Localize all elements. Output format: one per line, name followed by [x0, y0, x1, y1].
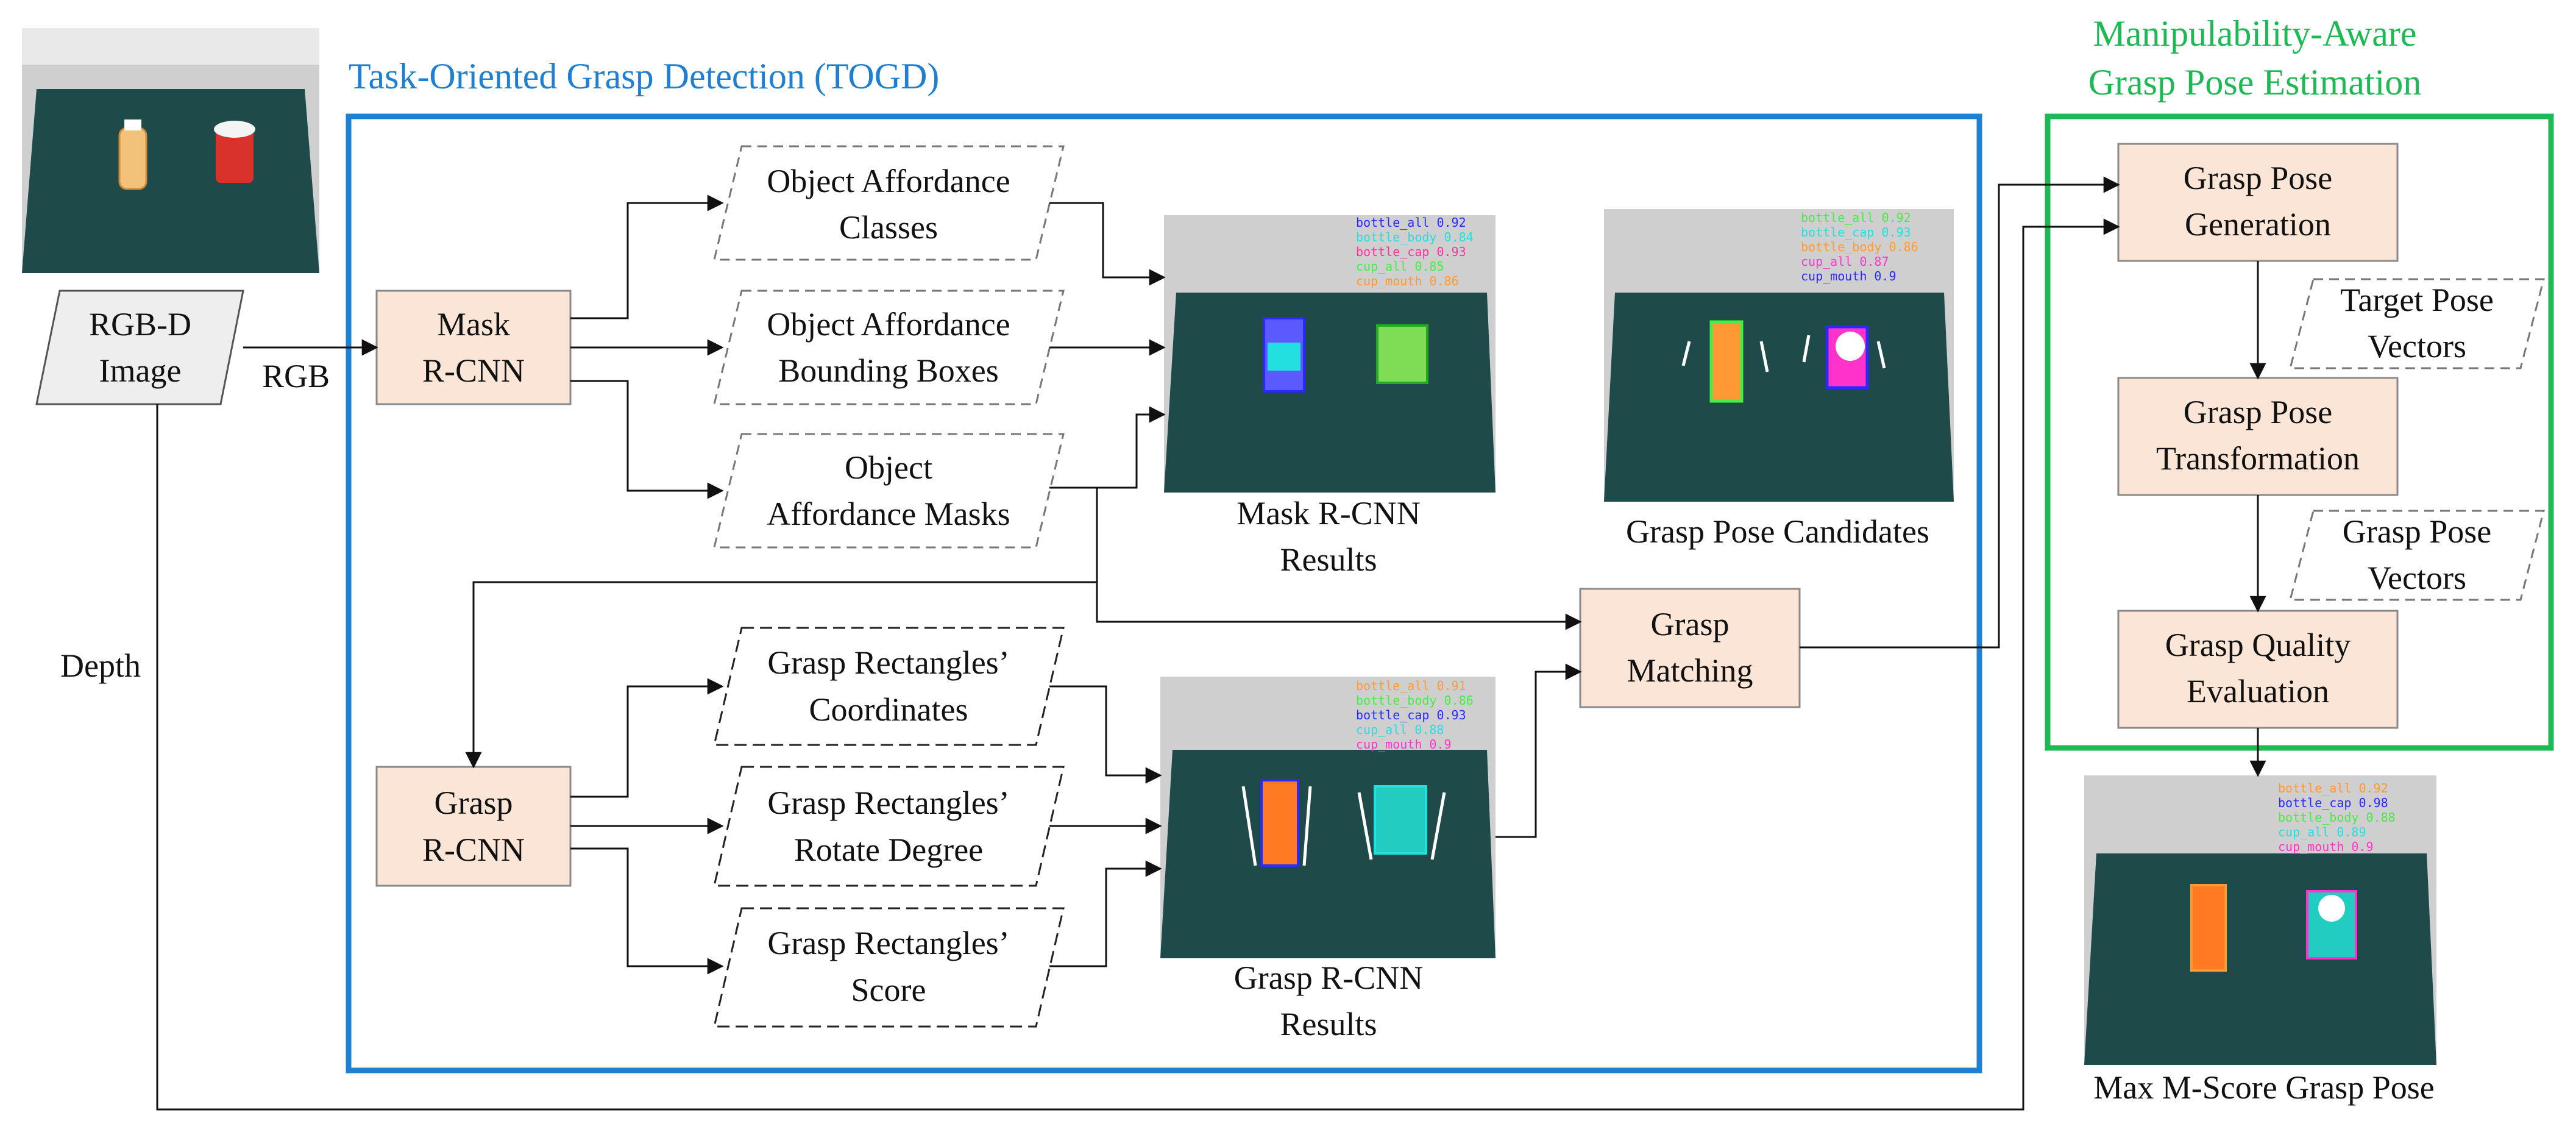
grasp-matching-line1: Grasp — [1651, 606, 1730, 643]
final-photo — [2084, 775, 2436, 1065]
masks-to-matching-arrow — [1096, 488, 1582, 630]
rgbd-image-line1: RGB-D — [89, 306, 191, 343]
detection-label: bottle_cap 0.93 — [1801, 225, 1911, 240]
mask-results-caption-line2: Results — [1280, 541, 1377, 578]
pose-transformation-box — [2117, 377, 2399, 496]
score-to-results-arrow — [1049, 860, 1162, 967]
grasp-rcnn-line2: R-CNN — [422, 831, 525, 868]
mage-title-line2: Grasp Pose Estimation — [2088, 62, 2422, 102]
rect-rotate-shape — [713, 766, 1065, 887]
quality-evaluation-line1: Grasp Quality — [2165, 627, 2351, 663]
grasp-rcnn-line1: Grasp — [435, 785, 513, 821]
detection-label: bottle_all 0.91 — [1356, 678, 1466, 693]
detection-label: bottle_all 0.92 — [1801, 210, 1911, 225]
pose-transformation-line2: Transformation — [2156, 440, 2360, 477]
affordance-masks-line2: Affordance Masks — [767, 496, 1010, 532]
candidates-caption: Grasp Pose Candidates — [1626, 513, 1929, 550]
togd-title: Task-Oriented Grasp Detection (TOGD) — [349, 56, 939, 96]
detection-label: cup_all 0.88 — [1356, 722, 1444, 737]
input-photo — [22, 28, 319, 273]
detection-label: cup_mouth 0.86 — [1356, 274, 1459, 288]
detection-label: bottle_body 0.84 — [1356, 230, 1474, 244]
rect-coordinates-line2: Coordinates — [809, 691, 968, 728]
target-vectors-line2: Vectors — [2368, 328, 2466, 365]
target-vectors-line1: Target Pose — [2340, 282, 2494, 318]
candidates-photo — [1604, 209, 1954, 502]
rect-coordinates-shape — [713, 627, 1065, 746]
mask-rcnn-box — [375, 290, 572, 405]
detection-label: bottle_cap 0.98 — [2278, 796, 2388, 810]
detection-label: bottle_body 0.86 — [1801, 240, 1918, 254]
detection-label: cup_mouth 0.9 — [1801, 269, 1897, 283]
rect-score-line1: Grasp Rectangles’ — [767, 925, 1009, 961]
grasp-results-photo — [1160, 677, 1496, 958]
detection-label: bottle_all 0.92 — [1356, 215, 1466, 230]
detection-label: bottle_body 0.86 — [1356, 693, 1474, 708]
affordance-classes-line2: Classes — [839, 209, 938, 246]
rect-score-line2: Score — [851, 972, 926, 1008]
final-caption: Max M-Score Grasp Pose — [2093, 1069, 2434, 1106]
mage-frame — [2045, 113, 2554, 751]
detection-label: bottle_all 0.92 — [2278, 781, 2388, 796]
results-to-matching-arrow — [1496, 663, 1582, 838]
affordance-masks-line1: Object — [845, 449, 932, 486]
pose-generation-line1: Grasp Pose — [2184, 160, 2332, 196]
mask-rcnn-line2: R-CNN — [422, 352, 525, 389]
grasp-matching-box — [1579, 588, 1801, 708]
rgb-label: RGB — [262, 358, 330, 394]
coordinates-to-results-arrow — [1049, 685, 1162, 784]
affordance-boxes-line1: Object Affordance — [767, 306, 1010, 343]
pose-vectors-shape — [2289, 510, 2545, 601]
depth-label: Depth — [60, 647, 141, 684]
rect-rotate-line1: Grasp Rectangles’ — [767, 785, 1009, 821]
detection-label: cup_mouth 0.9 — [2278, 839, 2374, 854]
detection-label: cup_all 0.89 — [2278, 825, 2366, 839]
depth-to-generation-arrow — [156, 218, 2120, 1111]
masks-to-results-arrow — [1049, 406, 1166, 489]
detection-label: cup_all 0.87 — [1801, 254, 1889, 269]
grasp-results-caption-line1: Grasp R-CNN — [1234, 959, 1423, 996]
affordance-classes-shape — [713, 145, 1065, 261]
togd-frame — [346, 113, 1982, 1073]
mask-results-photo — [1164, 215, 1496, 493]
pose-generation-line2: Generation — [2185, 206, 2331, 243]
mage-title-line1: Manipulability-Aware — [2093, 13, 2416, 54]
detection-label: bottle_cap 0.93 — [1356, 708, 1466, 722]
masks-to-grasp-rcnn-arrow — [465, 581, 1097, 769]
rect-rotate-line2: Rotate Degree — [794, 831, 983, 868]
rgbd-image-shape — [35, 290, 244, 405]
grasp-rcnn-box — [375, 766, 572, 887]
mask-to-classes-arrow — [570, 194, 724, 319]
mask-to-masks-arrow — [570, 380, 724, 499]
affordance-masks-shape — [713, 433, 1065, 549]
mask-results-caption-line1: Mask R-CNN — [1237, 495, 1421, 532]
target-vectors-shape — [2289, 278, 2545, 369]
detection-label: bottle_body 0.88 — [2278, 810, 2396, 825]
pose-vectors-line1: Grasp Pose — [2343, 513, 2491, 550]
grasp-to-score-arrow — [570, 847, 724, 975]
pose-transformation-line1: Grasp Pose — [2184, 394, 2332, 430]
detection-label: cup_all 0.85 — [1356, 259, 1444, 274]
rgbd-image-line2: Image — [99, 352, 182, 389]
affordance-boxes-shape — [713, 290, 1065, 405]
classes-to-results-arrow — [1049, 202, 1166, 286]
grasp-matching-line2: Matching — [1627, 652, 1753, 689]
grasp-to-coordinates-arrow — [570, 678, 724, 798]
quality-evaluation-line2: Evaluation — [2187, 673, 2329, 710]
affordance-boxes-line2: Bounding Boxes — [778, 352, 999, 389]
detection-label: bottle_cap 0.93 — [1356, 244, 1466, 259]
rect-score-shape — [713, 907, 1065, 1028]
affordance-classes-line1: Object Affordance — [767, 163, 1010, 199]
rect-coordinates-line1: Grasp Rectangles’ — [767, 644, 1009, 681]
pose-vectors-line2: Vectors — [2368, 560, 2466, 596]
matching-to-generation-arrow — [1800, 176, 2120, 649]
detection-label: cup_mouth 0.9 — [1356, 737, 1452, 752]
grasp-results-caption-line2: Results — [1280, 1006, 1377, 1042]
mask-rcnn-line1: Mask — [437, 306, 510, 343]
